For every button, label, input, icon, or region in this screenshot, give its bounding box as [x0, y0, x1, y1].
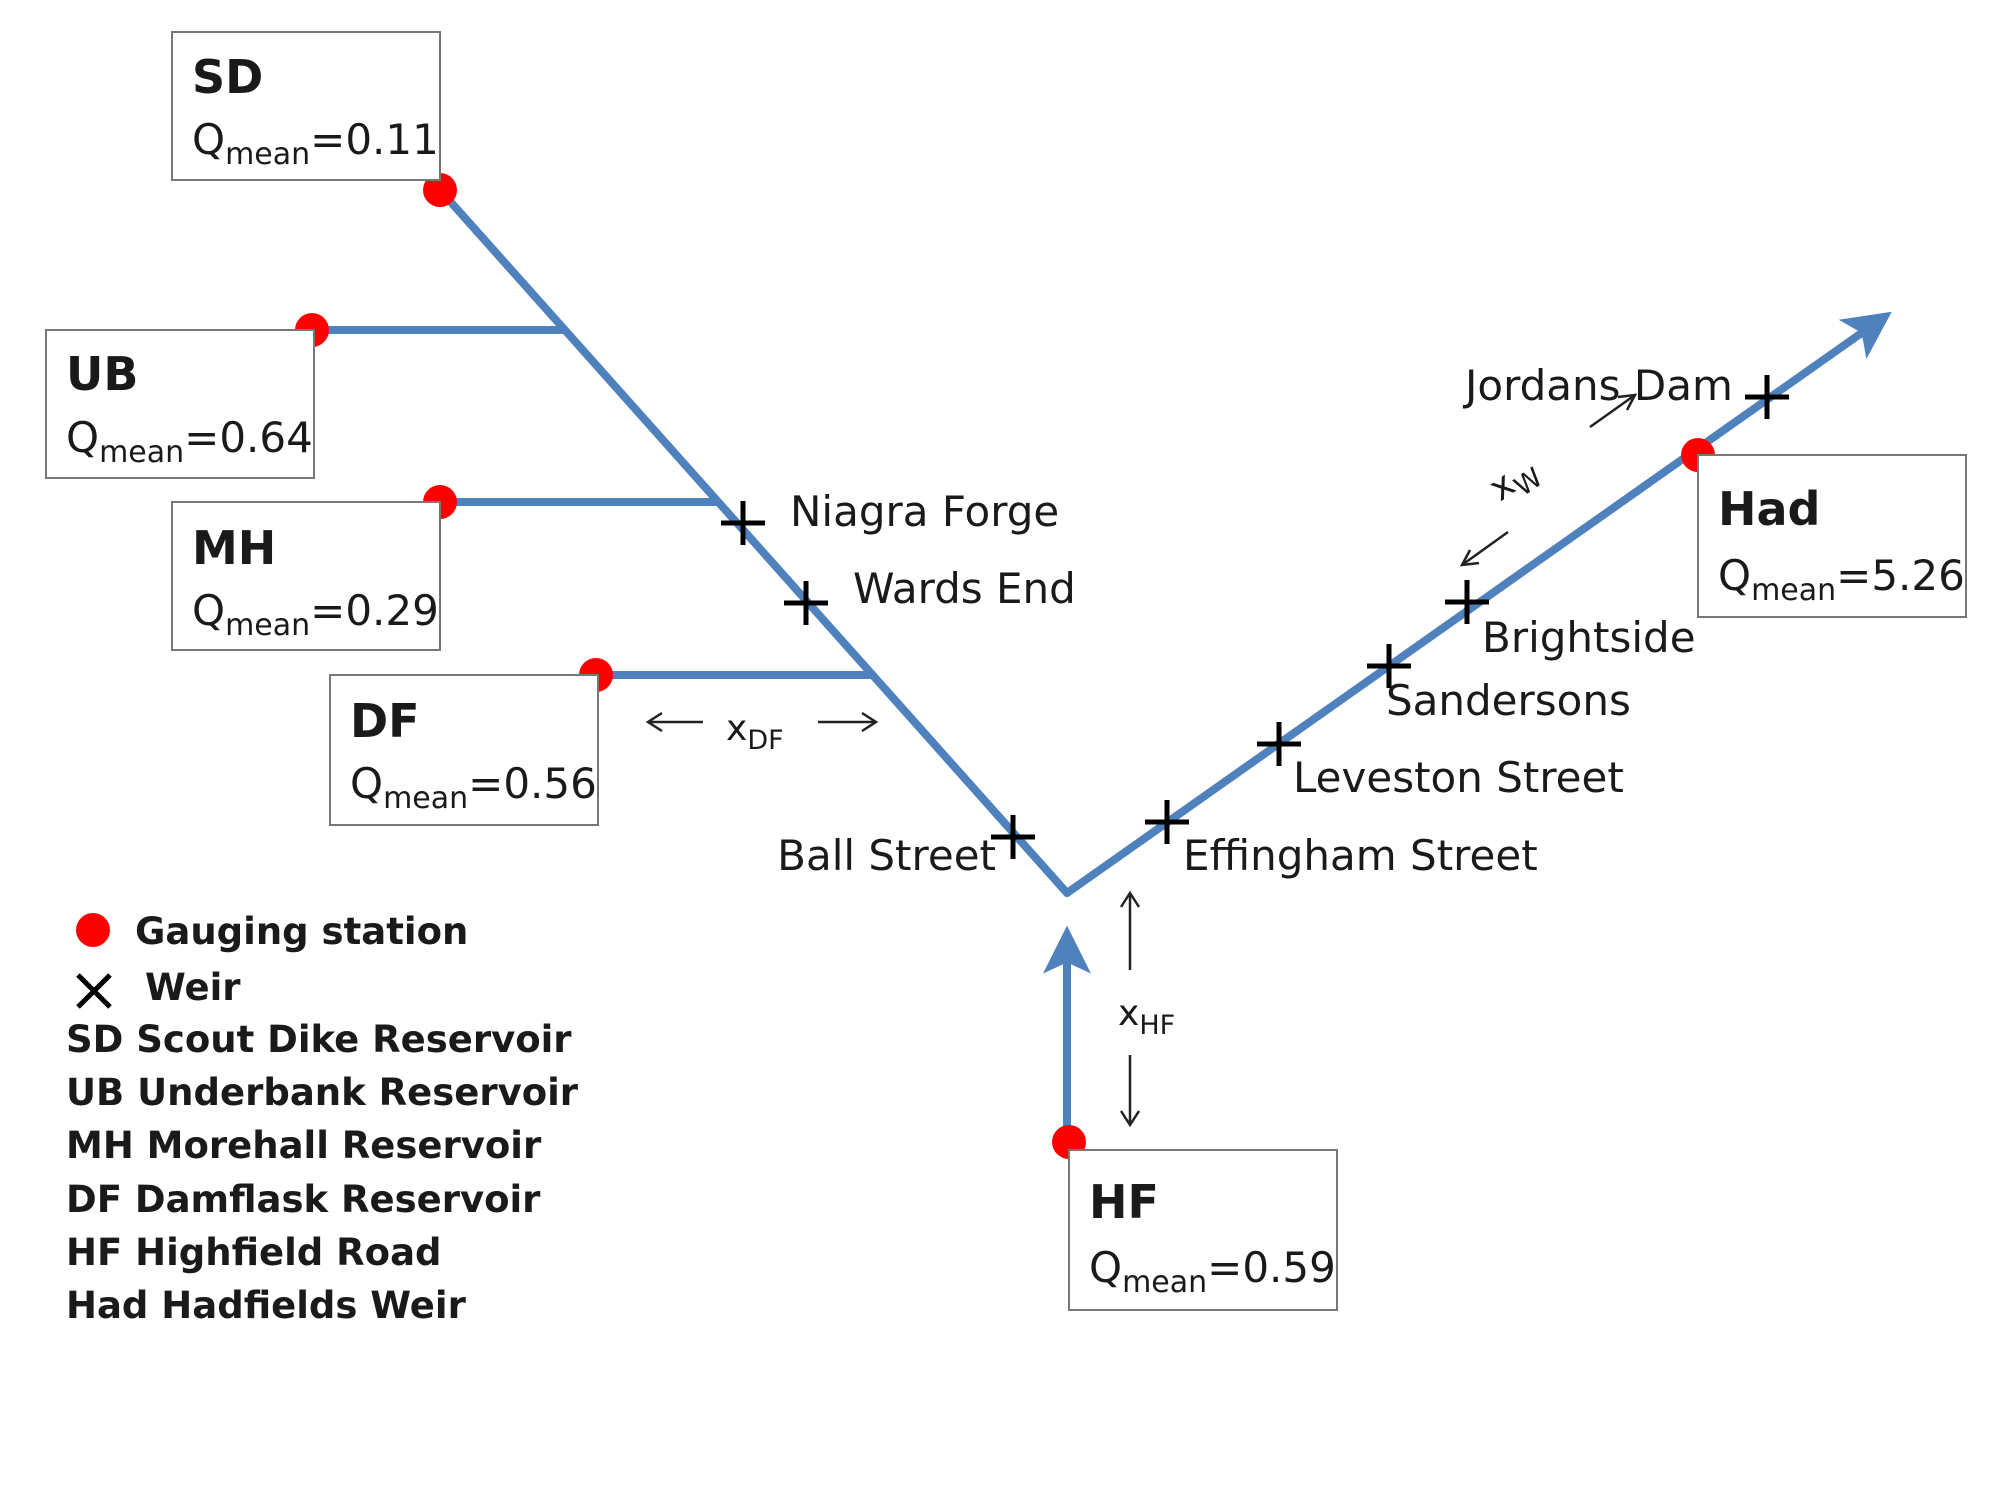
- distance-df-indicator: xDF: [645, 708, 879, 756]
- weir-label-leveston-street: Leveston Street: [1293, 753, 1624, 802]
- lower-don-channel: [1063, 311, 1892, 897]
- weir-label-niagra-forge: Niagra Forge: [790, 487, 1059, 536]
- legend-abbrev-hf: HF Highfield Road: [66, 1231, 442, 1274]
- weir-jordans-dam-marker: [1745, 375, 1789, 419]
- legend-abbrev-mh: MH Morehall Reservoir: [66, 1124, 542, 1167]
- station-box-sd: SD Qmean=0.11: [171, 31, 441, 181]
- weir-sandersons-marker: [1367, 644, 1411, 688]
- station-qmean-hf: Qmean=0.59: [1089, 1243, 1336, 1300]
- gauging-station-sd: [423, 173, 457, 207]
- legend-weir-label: Weir: [145, 966, 241, 1009]
- distance-w-indicator: xW: [1459, 393, 1638, 567]
- station-box-had: Had Qmean=5.26: [1697, 454, 1967, 618]
- weir-label-brightside: Brightside: [1482, 613, 1696, 662]
- station-box-df: DF Qmean=0.56: [329, 674, 599, 826]
- weir-brightside-marker: [1445, 580, 1489, 624]
- station-code-sd: SD: [192, 50, 263, 104]
- station-qmean-mh: Qmean=0.29: [192, 586, 439, 643]
- legend-gauging-station-icon: [76, 913, 110, 947]
- legend-gauging-label: Gauging station: [135, 910, 468, 953]
- station-box-ub: UB Qmean=0.64: [45, 329, 315, 479]
- legend-abbrev-had: Had Hadfields Weir: [66, 1284, 467, 1327]
- legend-abbrev-df: DF Damflask Reservoir: [66, 1178, 541, 1221]
- legend-abbrev-sd: SD Scout Dike Reservoir: [66, 1018, 572, 1061]
- weir-leveston-street-marker: [1257, 722, 1301, 766]
- weir-label-effingham-street: Effingham Street: [1183, 831, 1538, 880]
- station-code-had: Had: [1718, 482, 1820, 536]
- station-code-mh: MH: [192, 521, 276, 575]
- legend: Gauging station Weir SD Scout Dike Reser…: [66, 910, 579, 1327]
- station-code-hf: HF: [1089, 1175, 1159, 1229]
- weir-niagra-forge-marker: [721, 501, 765, 545]
- weir-label-wards-end: Wards End: [853, 564, 1076, 613]
- weir-label-sandersons: Sandersons: [1386, 676, 1631, 725]
- station-code-ub: UB: [66, 347, 138, 401]
- weir-wards-end-marker: [784, 581, 828, 625]
- station-code-df: DF: [350, 694, 420, 748]
- weir-label-jordans-dam: Jordans Dam: [1462, 361, 1733, 410]
- distance-hf-label: xHF: [1118, 993, 1175, 1041]
- station-qmean-sd: Qmean=0.11: [192, 115, 439, 172]
- legend-weir-icon: [76, 973, 112, 1009]
- station-box-mh: MH Qmean=0.29: [171, 501, 441, 651]
- station-qmean-ub: Qmean=0.64: [66, 413, 313, 470]
- distance-df-label: xDF: [726, 708, 784, 756]
- distance-hf-indicator: xHF: [1118, 890, 1175, 1128]
- station-box-hf: HF Qmean=0.59: [1068, 1149, 1338, 1311]
- legend-abbrev-ub: UB Underbank Reservoir: [66, 1071, 579, 1114]
- weir-effingham-street-marker: [1145, 800, 1189, 844]
- upper-don-channel: [436, 186, 1071, 897]
- weir-ball-street-marker: [991, 815, 1035, 859]
- weir-label-ball-street: Ball Street: [777, 831, 996, 880]
- station-qmean-had: Qmean=5.26: [1718, 551, 1965, 608]
- station-qmean-df: Qmean=0.56: [350, 759, 597, 816]
- distance-w-label: xW: [1482, 448, 1549, 515]
